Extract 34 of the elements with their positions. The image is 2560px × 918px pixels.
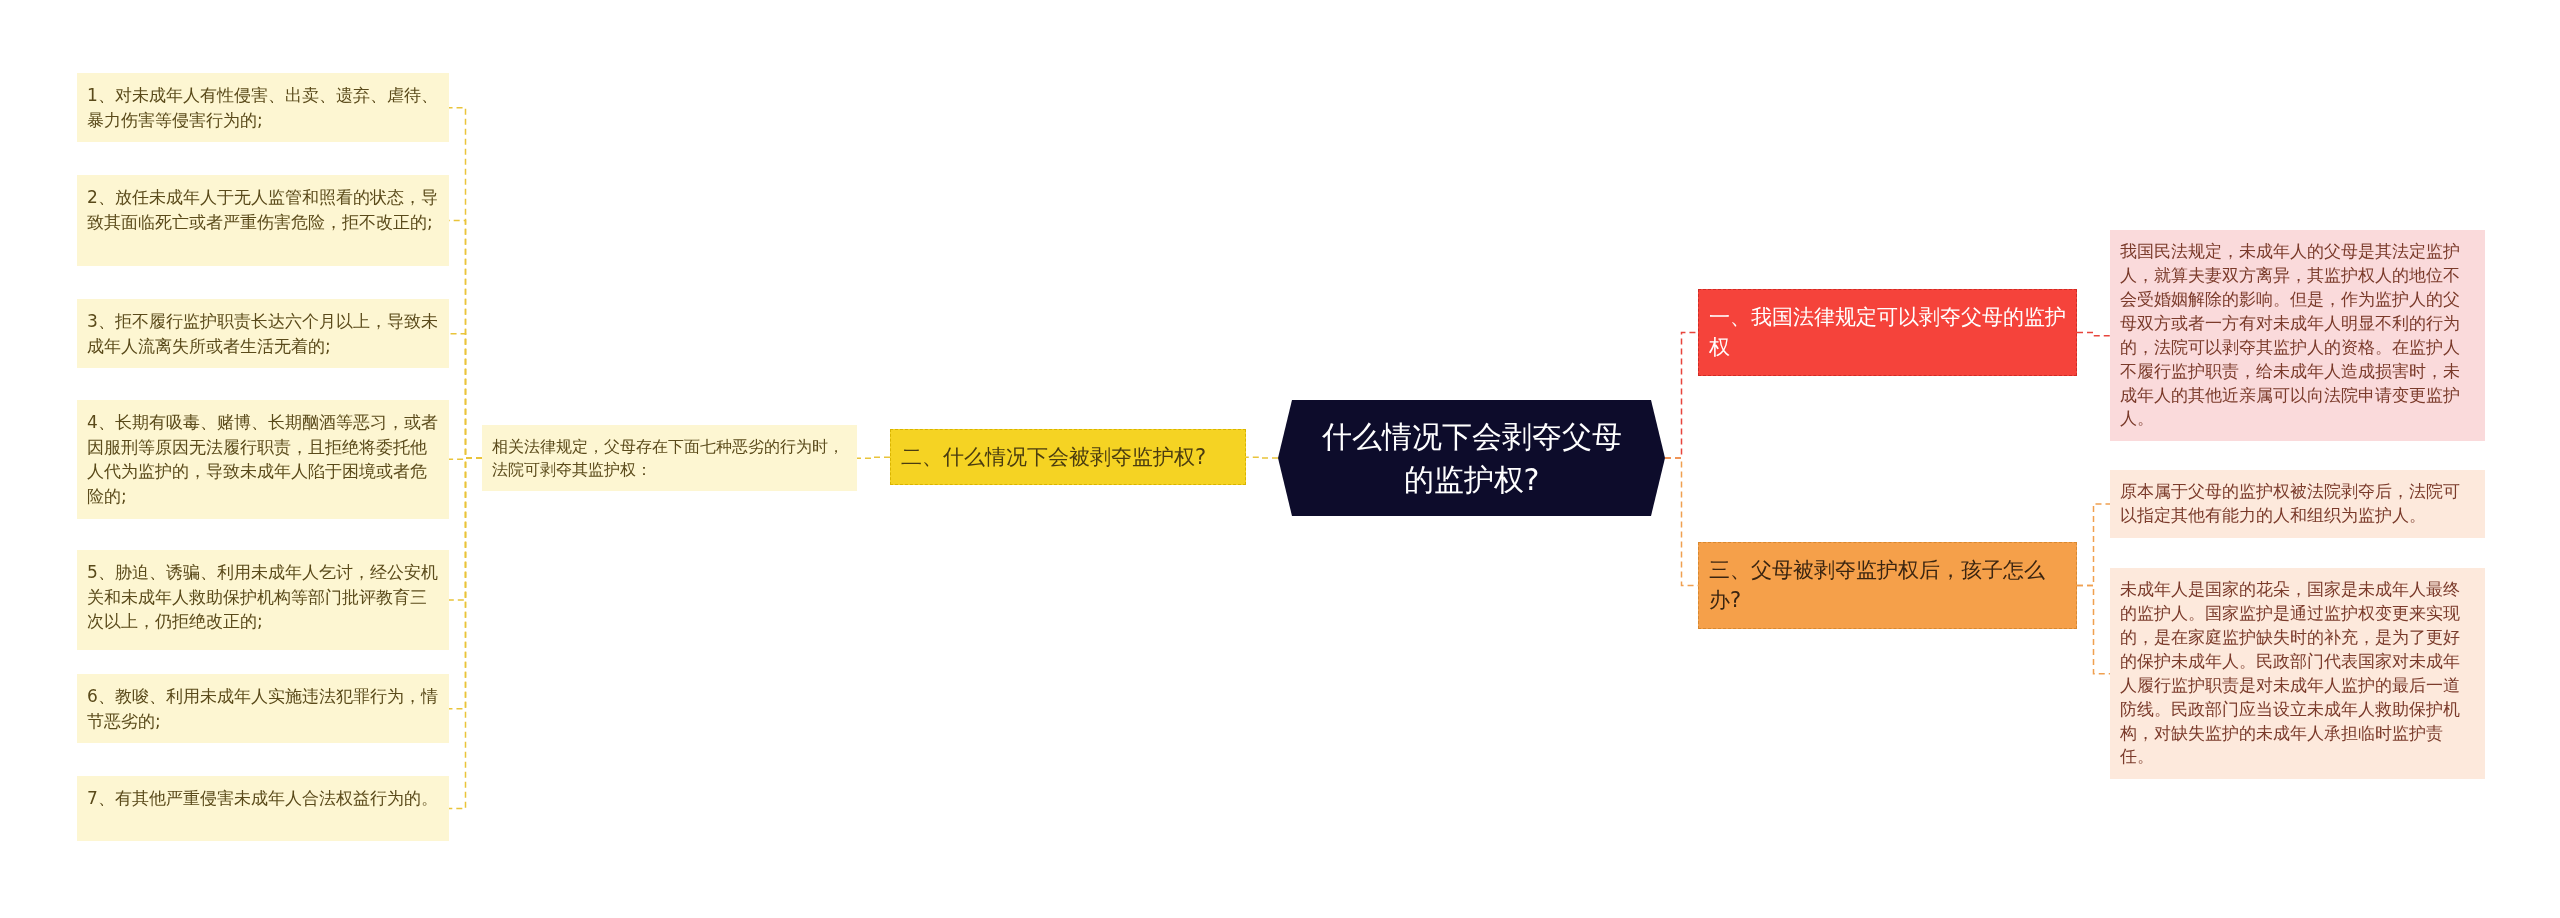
note-box (482, 425, 857, 492)
note-box (2110, 470, 2485, 538)
item-box (77, 175, 449, 266)
item-text: 1、对未成年人有性侵害、出卖、遗弃、虐待、暴力伤害等侵害行为的; (87, 84, 439, 132)
item-box (77, 400, 449, 519)
note-box (2110, 568, 2485, 780)
topic-box (1698, 542, 2077, 629)
item-text: 3、拒不履行监护职责长达六个月以上，导致未成年人流离失所或者生活无着的; (87, 310, 439, 358)
item-box (77, 776, 449, 841)
item-text: 6、教唆、利用未成年人实施违法犯罪行为，情节恶劣的; (87, 685, 439, 733)
topic-hexagon (1278, 400, 1665, 516)
connector-line (1245, 456, 1279, 459)
connector-line (856, 456, 891, 459)
note-box (2110, 230, 2485, 442)
note-text: 原本属于父母的监护权被法院剥夺后，法院可以指定其他有能力的人和组织为监护人。 (2120, 481, 2461, 527)
item-box (77, 674, 449, 744)
note-text: 未成年人是国家的花朵，国家是未成年人最终的监护人。国家监护是通过监护权变更来实现的，是在家庭监护缺失时的补充，是为了更好的保护未成年人。民政部门代表国家对未成年人履行监护职责是对未成年人监护的最后一道防线。民政部门应当设立未成年人救助保护机构，对缺失监护的未成年人承担临时监护责任。 (2120, 579, 2461, 769)
topic-text: 二、什么情况下会被剥夺监护权? (901, 444, 1208, 471)
topic-box (890, 429, 1246, 486)
item-text: 4、长期有吸毒、赌博、长期酗酒等恶习，或者因服刑等原因无法履行职责，且拒绝将委托他人代为监护的，导致未成年人陷于困境或者危险的; (87, 411, 439, 508)
note-text: 我国民法规定，未成年人的父母是其法定监护人，就算夫妻双方离异，其监护权人的地位不会受婚姻解除的影响。但是，作为监护人的父母双方或者一方有对未成年人明显不利的行为的，法院可以剥夺其监护人的资格。在监护人不履行监护职责，给未成年人造成损害时，未成年人的其他近亲属可以向法院申请变更监护人。 (2120, 241, 2461, 431)
item-text: 5、胁迫、诱骗、利用未成年人乞讨，经公安机关和未成年人救助保护机构等部门批评教育三次以上，仍拒绝改正的; (87, 561, 439, 634)
topic-text: 三、父母被剥夺监护权后，孩子怎么办? (1709, 557, 2046, 615)
item-box (77, 550, 449, 650)
item-box (77, 73, 449, 143)
connector-line (2076, 584, 2111, 675)
note-text: 相关法律规定，父母存在下面七种恶劣的行为时，法院可剥夺其监护权： (492, 436, 845, 482)
topic-text: 一、我国法律规定可以剥夺父母的监护权 (1709, 304, 2066, 362)
topic-box (1698, 289, 2077, 376)
item-text: 2、放任未成年人于无人监管和照看的状态，导致其面临死亡或者严重伤害危险，拒不改正的; (87, 186, 439, 234)
item-text: 7、有其他严重侵害未成年人合法权益行为的。 (87, 787, 439, 810)
topic-title: 什么情况下会剥夺父母的监护权? (1320, 417, 1623, 499)
item-box (77, 299, 449, 369)
connector-line (2076, 331, 2111, 337)
